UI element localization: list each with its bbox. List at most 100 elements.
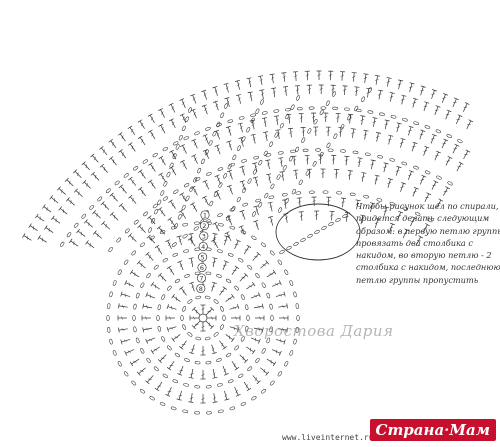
stitch-chain [295, 146, 300, 153]
stitch-chain [253, 155, 259, 160]
stitch-dc [223, 82, 229, 93]
stitch-chain [226, 352, 232, 358]
stitch-chain [182, 223, 189, 227]
stitch-chain [284, 269, 289, 275]
stitch-chain [223, 173, 228, 179]
stitch-dc [271, 280, 282, 287]
stitch-chain [402, 206, 408, 211]
stitch-chain [240, 402, 247, 406]
stitch-chain [106, 315, 110, 321]
stitch-dc [412, 97, 418, 108]
stitch-dc [384, 119, 390, 130]
stitch-chain [251, 396, 257, 401]
stitch-dc [137, 224, 146, 233]
stitch-chain [216, 358, 222, 362]
stitch-dc [423, 101, 430, 112]
stitch-dc [400, 137, 406, 148]
stitch-dc [310, 112, 317, 123]
stitch-dc [355, 199, 361, 210]
stitch-chain [157, 325, 161, 332]
stitch-chain [457, 139, 463, 144]
row-number: 4 [201, 243, 205, 251]
stitch-chain [308, 106, 315, 110]
stitch-chain [133, 219, 139, 225]
stitch-dc [420, 85, 426, 96]
stitch-chain [183, 249, 189, 253]
stitch-dc [141, 315, 151, 321]
stitch-chain [194, 411, 200, 415]
stitch-chain [298, 179, 303, 185]
stitch-dc [253, 205, 259, 216]
stitch-chain [227, 163, 232, 170]
stitch-dc [455, 114, 463, 125]
stitch-dc [166, 326, 177, 332]
stitch-dc [344, 155, 350, 166]
stitch-chain [153, 366, 159, 372]
stitch-dc [99, 163, 108, 173]
stitch-dc [127, 125, 136, 136]
stitch-chain [260, 99, 264, 105]
stitch-chain [335, 218, 341, 222]
stitch-dc [445, 109, 452, 120]
stitch-chain [238, 373, 244, 378]
stitch-dc [150, 346, 160, 355]
stitch-dc [66, 197, 75, 206]
stitch-dc [294, 85, 300, 95]
stitch-chain [340, 149, 346, 153]
stitch-chain [229, 225, 236, 230]
stitch-chain [200, 158, 205, 165]
stitch-chain [97, 196, 103, 202]
stitch-dc [423, 145, 430, 156]
stitch-chain [315, 148, 321, 152]
stitch-dc [207, 315, 217, 321]
stitch-dc [396, 122, 402, 133]
stitch-chain [319, 109, 324, 116]
stitch-chain [66, 232, 72, 238]
stitch-dc [180, 144, 187, 154]
stitch-chain [446, 134, 452, 138]
stitch-chain [107, 303, 111, 309]
stitch-dc [28, 223, 38, 231]
row-number-badge: 6 [197, 262, 207, 273]
stitch-chain [175, 144, 180, 150]
stitch-chain [183, 183, 190, 188]
stitch-dc [402, 228, 410, 239]
stitch-chain [247, 264, 253, 270]
stitch-dc [249, 119, 255, 130]
stitch-dc [250, 133, 256, 144]
stitch-dc [56, 186, 66, 195]
stitch-dc [165, 386, 172, 397]
stitch-dc [157, 207, 166, 217]
stitch-chain [284, 361, 289, 367]
stitch-chain [228, 252, 234, 257]
stitch-chain [268, 195, 275, 199]
stitch-chain [162, 373, 168, 378]
stitch-chain [342, 214, 348, 218]
stitch-dc [117, 132, 126, 142]
stitch-dc [268, 215, 274, 226]
stitch-dc [436, 198, 444, 209]
stitch-dc [136, 260, 146, 269]
stitch-dc [92, 230, 102, 239]
stitch-chain [289, 280, 294, 286]
stitch-chain [124, 259, 129, 265]
stitch-chain [180, 315, 184, 321]
stitch-chain [240, 294, 245, 300]
stitch-dc [120, 291, 131, 297]
stitch-dc [411, 141, 418, 152]
stitch-chain [281, 193, 288, 197]
stitch-chain [166, 171, 171, 178]
stitch-dc [389, 92, 395, 102]
stitch-dc [292, 71, 299, 81]
stitch-dc [166, 265, 175, 275]
stitch-chain [226, 215, 230, 221]
stitch-dc [189, 344, 195, 355]
stitch-dc [320, 168, 326, 179]
stitch-dc [253, 303, 264, 309]
stitch-chain [328, 222, 334, 226]
stitch-dc [375, 132, 381, 142]
logo-text-2: Мам [449, 421, 490, 439]
stitch-dc [278, 303, 288, 309]
stitch-dc [265, 159, 271, 170]
